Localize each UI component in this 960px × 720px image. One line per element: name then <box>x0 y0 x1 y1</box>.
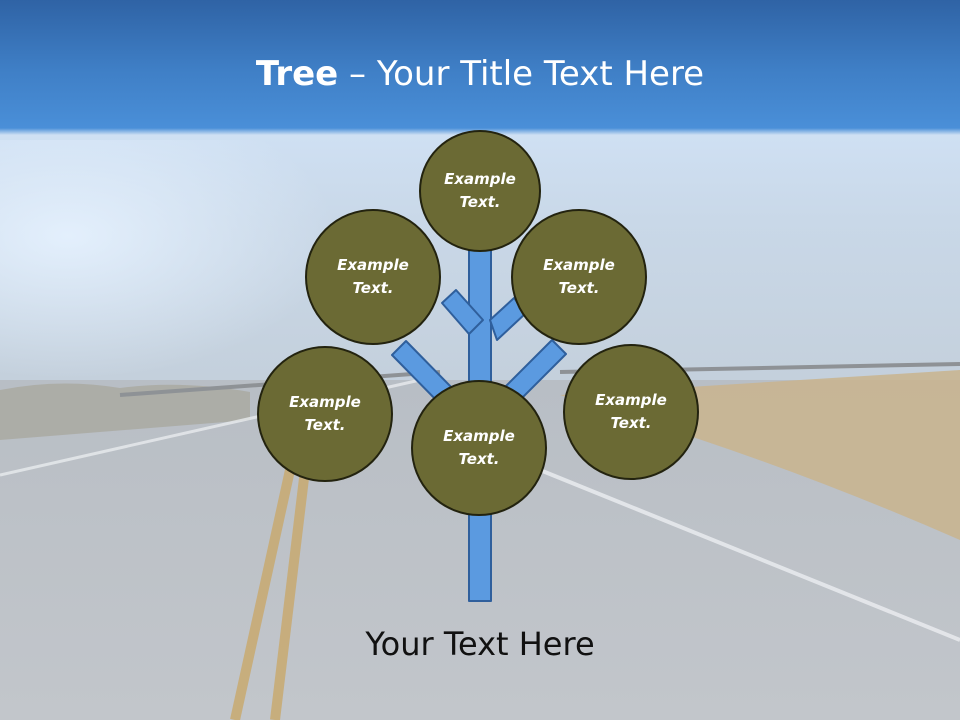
node-label: Example Text. <box>595 391 667 432</box>
node-label: Example Text. <box>289 393 361 434</box>
tree-node-center[interactable]: Example Text. <box>411 380 547 516</box>
slide-title: Tree – Your Title Text Here <box>0 52 960 96</box>
node-label: Example Text. <box>543 256 615 297</box>
node-label: Example Text. <box>443 427 515 468</box>
tree-node-lower-left[interactable]: Example Text. <box>257 346 393 482</box>
tree-node-lower-right[interactable]: Example Text. <box>563 344 699 480</box>
tree-node-upper-left[interactable]: Example Text. <box>305 209 441 345</box>
footer-text: Your Text Here <box>365 625 595 663</box>
node-label: Example Text. <box>337 256 409 297</box>
tree-node-upper-right[interactable]: Example Text. <box>511 209 647 345</box>
node-label: Example Text. <box>444 170 516 211</box>
tree-node-top[interactable]: Example Text. <box>419 130 541 252</box>
title-rest: – Your Title Text Here <box>338 54 705 94</box>
title-bold: Tree <box>255 54 339 94</box>
branch-upper-left <box>441 289 484 335</box>
sky-haze <box>0 140 340 380</box>
